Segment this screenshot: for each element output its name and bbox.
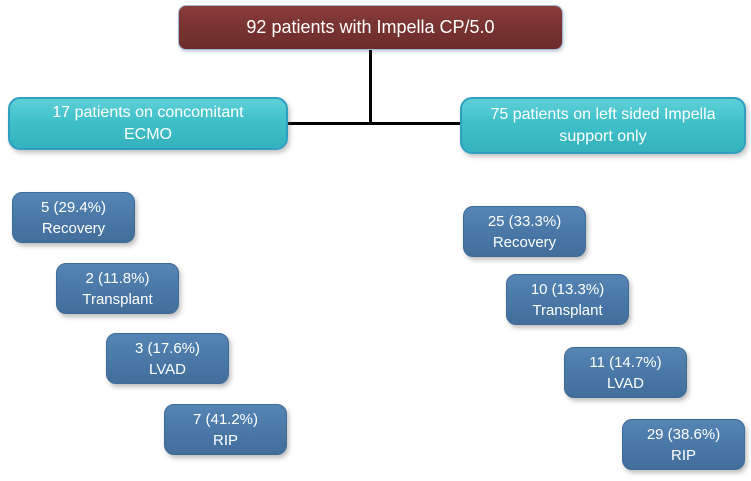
outcome-value: 7 (41.2%) (192, 410, 259, 428)
outcome-node-impella-transplant: 10 (13.3%) Transplant (506, 274, 629, 325)
outcome-label: Transplant (82, 290, 153, 308)
outcome-value: 3 (17.6%) (134, 339, 201, 357)
outcome-label: LVAD (607, 374, 644, 392)
branch-node-ecmo: 17 patients on concomitant ECMO (8, 97, 288, 150)
outcome-label: RIP (670, 446, 696, 464)
outcome-label: LVAD (149, 360, 186, 378)
connector-vertical-line (369, 50, 372, 124)
outcome-value: 2 (11.8%) (85, 269, 150, 287)
outcome-node-ecmo-transplant: 2 (11.8%) Transplant (56, 263, 179, 314)
connector-horizontal-line (288, 122, 462, 125)
outcome-value: 5 (29.4%) (40, 198, 107, 216)
outcome-label: RIP (212, 431, 238, 449)
outcome-node-ecmo-lvad: 3 (17.6%) LVAD (106, 333, 229, 384)
outcome-node-impella-recovery: 25 (33.3%) Recovery (463, 206, 586, 257)
outcome-label: Transplant (532, 301, 603, 319)
outcome-node-impella-lvad: 11 (14.7%) LVAD (564, 347, 687, 398)
outcome-value: 10 (13.3%) (530, 280, 605, 298)
outcome-label: Recovery (41, 219, 106, 237)
outcome-node-ecmo-rip: 7 (41.2%) RIP (164, 404, 287, 455)
outcome-value: 29 (38.6%) (646, 425, 721, 443)
outcome-value: 25 (33.3%) (487, 212, 562, 230)
outcome-node-impella-rip: 29 (38.6%) RIP (622, 419, 745, 470)
outcome-node-ecmo-recovery: 5 (29.4%) Recovery (12, 192, 135, 243)
outcome-value: 11 (14.7%) (589, 353, 662, 371)
root-node: 92 patients with Impella CP/5.0 (178, 5, 563, 50)
branch-node-impella-only: 75 patients on left sided Impella suppor… (460, 97, 746, 154)
outcome-label: Recovery (492, 233, 557, 251)
